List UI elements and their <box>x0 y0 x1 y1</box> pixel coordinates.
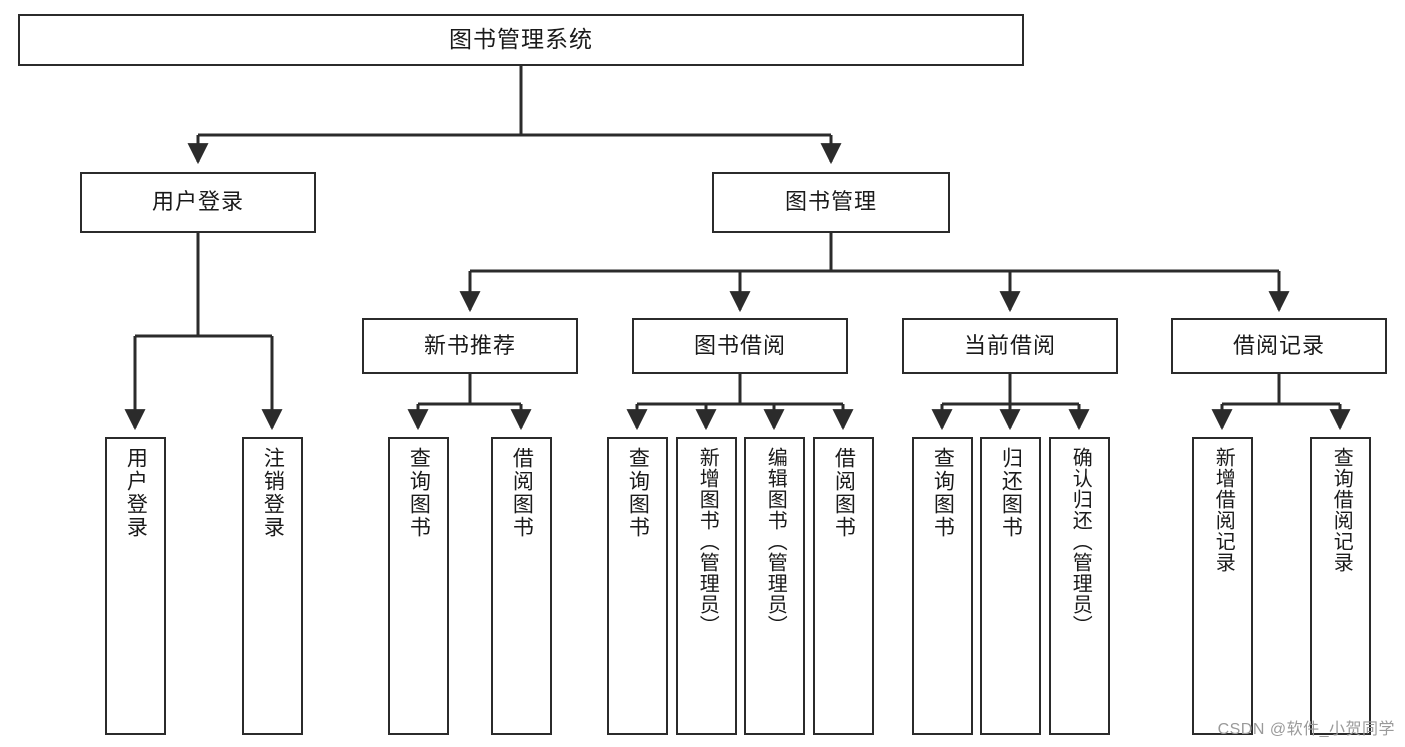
node-new-book-recommend[interactable]: 新书推荐 <box>362 318 578 374</box>
node-new-book-recommend-label: 新书推荐 <box>423 332 516 358</box>
leaf-book-borrow-borrow[interactable]: 借阅图书 <box>813 437 874 735</box>
leaf-current-borrow-confirm[interactable]: 确认归还（管理员） <box>1049 437 1110 735</box>
node-user-login[interactable]: 用户登录 <box>80 172 316 233</box>
watermark-text: CSDN @软件_小贺同学 <box>1217 721 1395 738</box>
leaf-label: 查询图书 <box>626 447 650 539</box>
leaf-borrow-record-query[interactable]: 查询借阅记录 <box>1310 437 1371 735</box>
node-root-system-label: 图书管理系统 <box>449 26 593 53</box>
leaf-current-borrow-return[interactable]: 归还图书 <box>980 437 1041 735</box>
leaf-user-login-logout[interactable]: 注销登录 <box>242 437 303 735</box>
leaf-label: 新增借阅记录 <box>1212 447 1235 573</box>
leaf-label: 查询图书 <box>407 447 431 539</box>
leaf-borrow-record-add[interactable]: 新增借阅记录 <box>1192 437 1253 735</box>
leaf-label: 注销登录 <box>261 447 285 539</box>
node-book-management-label: 图书管理 <box>784 189 877 215</box>
node-root-system[interactable]: 图书管理系统 <box>18 14 1024 66</box>
leaf-new-book-borrow[interactable]: 借阅图书 <box>491 437 552 735</box>
node-borrow-record[interactable]: 借阅记录 <box>1171 318 1387 374</box>
leaf-label: 新增图书（管理员） <box>696 447 719 636</box>
leaf-label: 查询图书 <box>931 447 955 539</box>
leaf-label: 确认归还（管理员） <box>1069 447 1092 636</box>
leaf-label: 查询借阅记录 <box>1330 447 1353 573</box>
leaf-label: 归还图书 <box>999 447 1023 539</box>
node-book-borrow-label: 图书借阅 <box>693 332 786 358</box>
leaf-book-borrow-edit[interactable]: 编辑图书（管理员） <box>744 437 805 735</box>
leaf-label: 借阅图书 <box>832 447 856 539</box>
leaf-book-borrow-add[interactable]: 新增图书（管理员） <box>676 437 737 735</box>
node-book-management[interactable]: 图书管理 <box>712 172 950 233</box>
leaf-user-login-login[interactable]: 用户登录 <box>105 437 166 735</box>
leaf-label: 借阅图书 <box>510 447 534 539</box>
node-current-borrow-label: 当前借阅 <box>963 332 1056 358</box>
node-user-login-label: 用户登录 <box>151 189 244 215</box>
node-book-borrow[interactable]: 图书借阅 <box>632 318 848 374</box>
leaf-book-borrow-query[interactable]: 查询图书 <box>607 437 668 735</box>
leaf-new-book-query[interactable]: 查询图书 <box>388 437 449 735</box>
leaf-label: 编辑图书（管理员） <box>764 447 787 636</box>
leaf-current-borrow-query[interactable]: 查询图书 <box>912 437 973 735</box>
node-current-borrow[interactable]: 当前借阅 <box>902 318 1118 374</box>
node-borrow-record-label: 借阅记录 <box>1232 332 1325 358</box>
leaf-label: 用户登录 <box>124 447 148 539</box>
